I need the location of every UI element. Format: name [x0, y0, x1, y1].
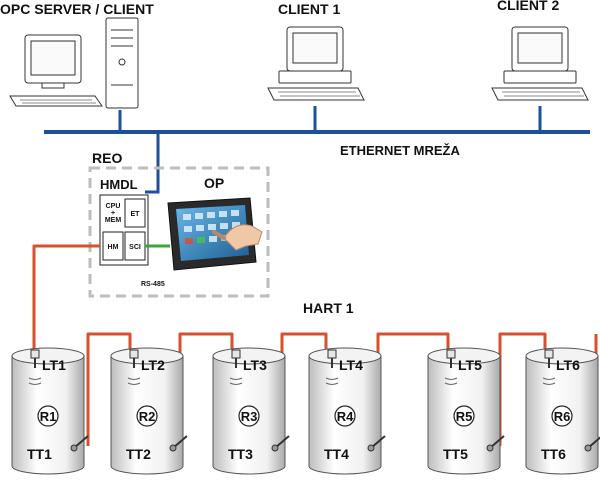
mem-label: MEM	[105, 217, 122, 224]
lt-label: LT1	[42, 357, 66, 373]
lt-label: LT6	[556, 357, 580, 373]
tank-id-circle	[334, 405, 356, 427]
tt-label: TT1	[27, 446, 52, 462]
tank-id-circle	[37, 405, 59, 427]
tt-label: TT5	[443, 446, 468, 462]
reo-enclosure	[88, 166, 270, 298]
opc-server-label: OPC SERVER / CLIENT	[0, 1, 154, 17]
tank-id-circle	[551, 405, 573, 427]
hmdl-label: HMDL	[100, 177, 138, 192]
client2-computer	[491, 26, 589, 101]
reo-label: REO	[92, 150, 122, 166]
sensor-signal-icon	[28, 377, 42, 385]
sci-label: SCI	[129, 244, 141, 251]
tanks-layer: LT1R1TT1LT2R2TT2LT3R3TT3LT4R4TT4LT5R5TT5…	[11, 347, 600, 475]
lt-label: LT3	[243, 357, 267, 373]
level-transmitter	[327, 349, 337, 368]
reactor-label: R1	[40, 409, 57, 424]
lt-label: LT2	[141, 357, 165, 373]
cpu-plus-label: +	[111, 210, 115, 217]
client2-label: CLIENT 2	[497, 0, 559, 13]
sensor-signal-icon	[542, 377, 556, 385]
cpu-label: CPU	[106, 203, 121, 210]
tt-label: TT2	[126, 446, 151, 462]
sensor-signal-icon	[127, 377, 141, 385]
tank-id-circle	[453, 405, 475, 427]
lt-label: LT4	[339, 357, 363, 373]
tank-id-circle	[238, 405, 260, 427]
level-transmitter	[30, 349, 40, 368]
tank-id-circle	[136, 405, 158, 427]
opc-server-computer	[9, 17, 139, 109]
tt-label: TT3	[228, 446, 253, 462]
sensor-signal-icon	[229, 377, 243, 385]
op-panel	[167, 197, 263, 271]
client1-label: CLIENT 1	[278, 1, 340, 17]
client1-computer	[267, 26, 365, 101]
sensor-signal-icon	[325, 377, 339, 385]
et-label: ET	[131, 211, 141, 218]
level-transmitter	[544, 349, 554, 368]
hm-label: HM	[108, 244, 119, 251]
ethernet-network	[44, 106, 590, 194]
op-label: OP	[204, 175, 224, 191]
reactor-label: R6	[554, 409, 571, 424]
hmdl-module	[99, 194, 149, 266]
reactor-label: R5	[456, 409, 473, 424]
reactor-label: R2	[139, 409, 156, 424]
ethernet-label: ETHERNET MREŽA	[340, 143, 461, 158]
lt-label: LT5	[458, 357, 482, 373]
rs485-label: RS-485	[141, 281, 165, 288]
tt-label: TT4	[324, 446, 349, 462]
reactor-label: R4	[337, 409, 354, 424]
level-transmitter	[446, 349, 456, 368]
level-transmitter	[231, 349, 241, 368]
level-transmitter	[129, 349, 139, 368]
sensor-signal-icon	[444, 377, 458, 385]
hart-label: HART 1	[303, 300, 354, 316]
tt-label: TT6	[541, 446, 566, 462]
reactor-label: R3	[241, 409, 258, 424]
